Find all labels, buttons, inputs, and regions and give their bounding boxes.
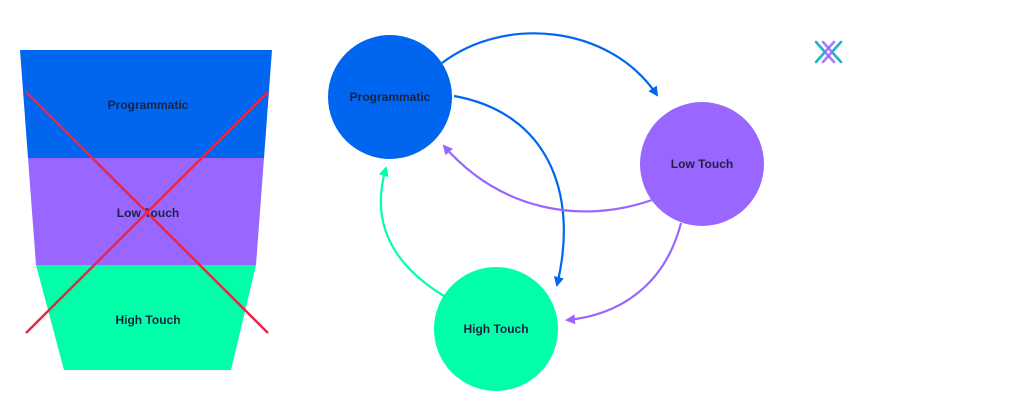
- node-label-programmatic: Programmatic: [350, 90, 431, 104]
- x-chevrons-logo-icon: [814, 40, 843, 64]
- node-label-high-touch: High Touch: [463, 322, 528, 336]
- node-low-touch: [640, 102, 764, 226]
- node-label-low-touch: Low Touch: [671, 157, 733, 171]
- cycle-arrows: [378, 32, 683, 325]
- cycle-nodes: Programmatic Low Touch High Touch: [328, 35, 764, 391]
- arrow-low-touch-to-high-touch: [565, 222, 683, 325]
- cross-out-line-2: [25, 91, 269, 334]
- arrow-low-touch-to-programmatic: [442, 144, 653, 213]
- node-programmatic: [328, 35, 452, 159]
- node-high-touch: [434, 267, 558, 391]
- arrow-programmatic-to-high-touch: [453, 94, 565, 287]
- funnel: Programmatic Low Touch High Touch: [20, 50, 272, 370]
- funnel-label-programmatic: Programmatic: [108, 98, 189, 112]
- arrow-programmatic-to-low-touch: [441, 32, 659, 97]
- arrow-high-touch-to-programmatic: [378, 166, 445, 297]
- funnel-layer-programmatic: [20, 50, 272, 158]
- funnel-layer-high-touch: [36, 265, 256, 370]
- funnel-label-high-touch: High Touch: [115, 313, 180, 327]
